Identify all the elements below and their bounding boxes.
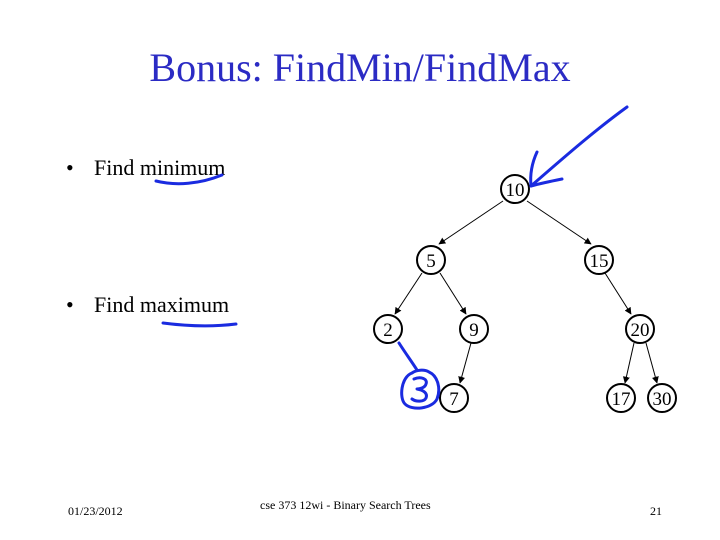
tree-edge (458, 342, 472, 384)
tree-node-label: 15 (590, 251, 609, 272)
tree-node-10: 10 (500, 174, 530, 204)
tree-edges (394, 200, 659, 384)
ink-arrow-pointing-to-root (529, 105, 629, 188)
bullet-text: Find maximum (94, 292, 230, 317)
bullet-find-minimum: • Find minimum (66, 155, 225, 181)
tree-edge (645, 342, 659, 384)
slide-title: Bonus: FindMin/FindMax (149, 45, 571, 90)
bullet-find-maximum: • Find maximum (66, 292, 229, 318)
tree-edge (439, 272, 467, 315)
bullet-marker: • (66, 155, 74, 180)
tree-node-7: 7 (439, 383, 469, 413)
ink-underline-maximum (161, 321, 238, 328)
bullet-marker: • (66, 292, 74, 317)
tree-node-label: 2 (383, 320, 393, 341)
tree-node-label: 20 (631, 320, 650, 341)
tree-node-2: 2 (373, 314, 403, 344)
ink-annotations (154, 105, 629, 410)
footer-date: 01/23/2012 (68, 504, 123, 518)
tree-node-label: 30 (653, 389, 672, 410)
tree-edge (622, 342, 635, 384)
tree-edge (438, 200, 504, 245)
tree-node-label: 9 (469, 320, 479, 341)
tree-edge (526, 200, 592, 245)
ink-underline-minimum (154, 173, 224, 186)
tree-node-9: 9 (459, 314, 489, 344)
ink-digit-three (410, 376, 428, 403)
tree-node-30: 30 (647, 383, 677, 413)
footer-page-number: 21 (650, 504, 662, 518)
tree-node-5: 5 (416, 245, 446, 275)
ink-circle-around-3 (400, 368, 441, 410)
bullet-text: Find minimum (94, 155, 226, 180)
footer-course-title: cse 373 12wi - Binary Search Trees (260, 498, 431, 512)
tree-node-20: 20 (625, 314, 655, 344)
tree-edge (394, 272, 423, 315)
tree-node-label: 7 (449, 389, 459, 410)
tree-edge (604, 272, 632, 315)
tree-node-label: 5 (426, 251, 436, 272)
ink-stroke-from-node-2 (397, 341, 419, 372)
ink-arrowhead (529, 150, 564, 188)
tree-node-17: 17 (606, 383, 636, 413)
tree-node-label: 10 (506, 180, 525, 201)
tree-node-label: 17 (612, 389, 631, 410)
tree-node-15: 15 (584, 245, 614, 275)
